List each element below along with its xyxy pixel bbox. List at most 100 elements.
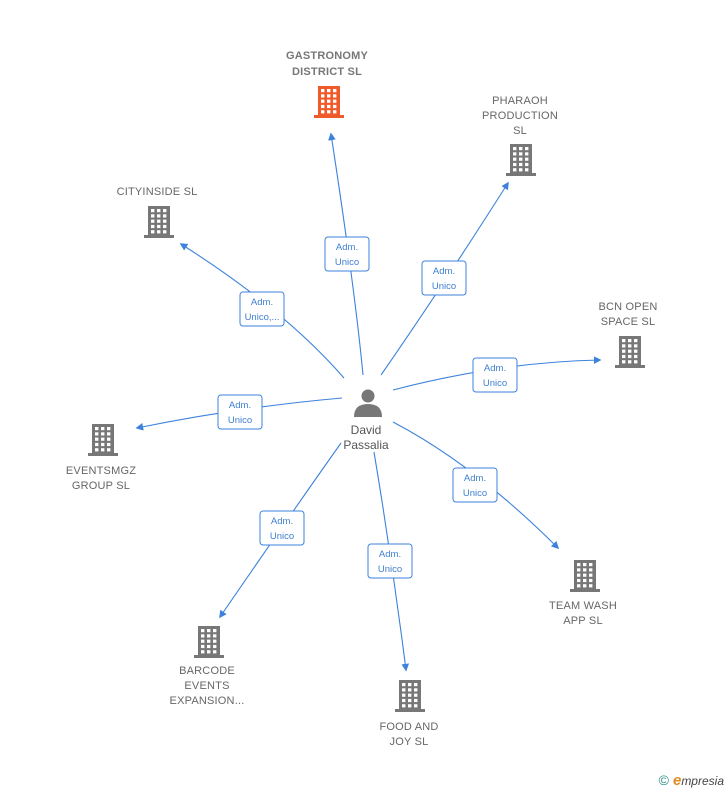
empresia-logo-initial: e: [672, 772, 682, 789]
edge-label-food[interactable]: Adm.Unico: [367, 543, 413, 579]
building-icon-cityinside-window: [151, 209, 155, 213]
company-label-bcn[interactable]: BCN OPEN: [598, 301, 657, 313]
company-label-eventsmgz[interactable]: EVENTSMGZ: [66, 465, 136, 477]
building-icon-bcn-window: [622, 360, 626, 364]
building-icon-teamwash-window: [589, 573, 593, 577]
building-icon-eventsmgz[interactable]: [88, 424, 118, 456]
company-label-teamwash[interactable]: APP SL: [563, 615, 603, 627]
building-icon-barcode-window: [213, 634, 217, 638]
edge-label-teamwash[interactable]: Adm.Unico: [452, 467, 498, 503]
building-icon-gastronomy-window: [327, 110, 331, 114]
edge-label-text: Unico: [335, 257, 359, 268]
edge-label-text: Unico: [483, 378, 507, 389]
building-icon-cityinside[interactable]: [144, 206, 174, 238]
building-icon-food-window: [402, 704, 406, 708]
building-icon-barcode-window: [207, 650, 211, 654]
building-icon-barcode-window: [201, 639, 205, 643]
building-icon-eventsmgz-base: [88, 453, 118, 456]
person-icon[interactable]: [354, 389, 382, 418]
building-icon-pharaoh[interactable]: [506, 144, 536, 176]
building-icon-pharaoh-window: [513, 152, 517, 156]
building-icon-gastronomy-window: [321, 94, 325, 98]
edge-label-gastronomy[interactable]: Adm.Unico: [324, 236, 370, 272]
edge-label-text: Unico: [228, 415, 252, 426]
company-label-gastronomy[interactable]: DISTRICT SL: [292, 66, 362, 78]
building-icon-bcn-window: [634, 339, 638, 343]
building-icon-cityinside-window: [151, 224, 155, 229]
building-icon-teamwash[interactable]: [570, 560, 600, 592]
building-icon-food-window: [408, 698, 412, 703]
person-body: [354, 404, 382, 417]
building-icon-barcode-window: [207, 629, 211, 633]
edge-label-pharaoh[interactable]: Adm.Unico: [421, 260, 467, 296]
company-label-gastronomy[interactable]: GASTRONOMY: [286, 50, 369, 62]
building-icon-cityinside-window: [163, 230, 167, 234]
building-icon-food-window: [402, 693, 406, 697]
company-label-eventsmgz[interactable]: GROUP SL: [72, 480, 130, 492]
building-icon-gastronomy[interactable]: [314, 86, 344, 118]
building-icon-barcode-window: [201, 650, 205, 654]
edge-label-bcn[interactable]: Adm. Unico: [472, 357, 518, 393]
building-icon-bcn-window: [628, 360, 632, 364]
company-label-barcode[interactable]: BARCODE: [179, 665, 235, 677]
building-icon-barcode-base: [194, 655, 224, 658]
building-icon-bcn-window: [622, 344, 626, 348]
building-icon-teamwash-window: [589, 563, 593, 567]
building-icon-food-window: [414, 704, 418, 708]
building-icon-barcode[interactable]: [194, 626, 224, 658]
edge-label-box: [217, 394, 263, 430]
building-icon-food[interactable]: [395, 680, 425, 712]
company-label-pharaoh[interactable]: PHARAOH: [492, 95, 548, 107]
footer-brand: ©empresia: [659, 772, 724, 789]
building-icon-teamwash-window: [577, 568, 581, 572]
person-name[interactable]: David: [351, 423, 382, 437]
person-head: [361, 389, 375, 403]
building-icon-gastronomy-window: [327, 104, 331, 109]
building-icon-teamwash-window: [577, 563, 581, 567]
building-icon-pharaoh-window: [525, 147, 529, 151]
edge-label-box: [472, 357, 518, 393]
building-icon-eventsmgz-window: [95, 442, 99, 447]
company-label-barcode[interactable]: EXPANSION...: [170, 695, 245, 707]
building-icon-pharaoh-window: [513, 162, 517, 167]
building-icon-bcn[interactable]: [615, 336, 645, 368]
edge-label-barcode[interactable]: Adm.Unico: [259, 510, 305, 546]
edge-label-text: Unico: [378, 564, 402, 575]
edge-label-text: Adm.: [484, 363, 506, 374]
building-icon-food-window: [414, 693, 418, 697]
building-icon-barcode-window: [207, 644, 211, 649]
edge-label-box: [421, 260, 467, 296]
building-icon-food-window: [402, 688, 406, 692]
company-label-pharaoh[interactable]: PRODUCTION: [482, 110, 558, 122]
building-icon-pharaoh-window: [525, 162, 529, 167]
building-icon-gastronomy-window: [327, 94, 331, 98]
empresia-logo-text: mpresia: [681, 774, 724, 788]
building-icon-teamwash-window: [589, 578, 593, 583]
building-icon-food-window: [408, 693, 412, 697]
edge-label-cityinside[interactable]: Adm.Unico,...: [239, 291, 285, 327]
edge-label-text: Adm.: [464, 473, 486, 484]
company-label-food[interactable]: FOOD AND: [379, 721, 438, 733]
edge-gastronomy: [328, 132, 364, 376]
building-icon-teamwash-window: [583, 563, 587, 567]
company-label-cityinside[interactable]: CITYINSIDE SL: [117, 186, 198, 198]
building-icon-cityinside-window: [157, 224, 161, 229]
company-label-bcn[interactable]: SPACE SL: [601, 316, 656, 328]
building-icon-barcode-window: [207, 639, 211, 643]
building-icon-pharaoh-window: [513, 147, 517, 151]
company-label-food[interactable]: JOY SL: [390, 736, 429, 748]
building-icon-food-window: [414, 683, 418, 687]
company-label-barcode[interactable]: EVENTS: [184, 680, 229, 692]
building-icon-cityinside-window: [151, 214, 155, 218]
company-label-teamwash[interactable]: TEAM WASH: [549, 600, 617, 612]
building-icon-bcn-window: [628, 339, 632, 343]
building-icon-eventsmgz-window: [101, 432, 105, 436]
building-icon-gastronomy-base: [314, 115, 344, 118]
person-name[interactable]: Passalia: [343, 438, 389, 452]
edge-label-text: Adm.: [271, 516, 293, 527]
building-icon-food-window: [402, 698, 406, 703]
building-icon-gastronomy-window: [321, 110, 325, 114]
edge-label-eventsmgz[interactable]: Adm.Unico: [217, 394, 263, 430]
company-label-pharaoh[interactable]: SL: [513, 125, 527, 137]
